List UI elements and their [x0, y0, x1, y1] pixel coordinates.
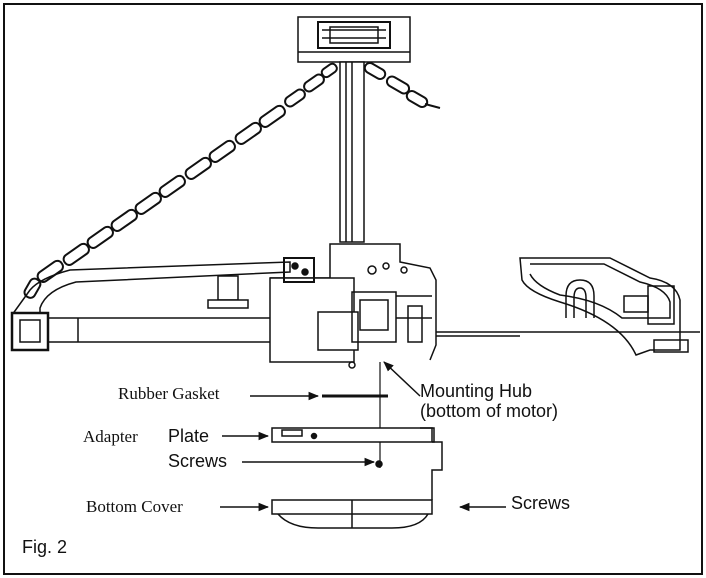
adapter-plate	[271, 427, 435, 443]
label-plate: Plate	[168, 426, 210, 446]
blade-arm	[10, 261, 291, 352]
ceiling-canopy	[297, 16, 411, 63]
label-adapter: Adapter	[83, 427, 138, 446]
hanging-chain	[23, 62, 441, 299]
label-rubber-gasket: Rubber Gasket	[118, 384, 220, 403]
blade-iron-right	[519, 257, 689, 356]
bottom-cover	[271, 441, 443, 529]
label-screws-left: Screws	[168, 451, 228, 471]
label-screws-right: Screws	[511, 493, 571, 513]
label-mounting-hub-sub: (bottom of motor)	[420, 401, 559, 421]
label-bottom-cover: Bottom Cover	[86, 497, 183, 516]
adapter-screw	[375, 460, 383, 468]
downrod	[339, 61, 365, 243]
blade-post-left	[207, 275, 249, 309]
label-mounting-hub: Mounting Hub	[420, 381, 533, 401]
motor-housing	[269, 243, 700, 369]
figure-label: Fig. 2	[22, 537, 68, 557]
